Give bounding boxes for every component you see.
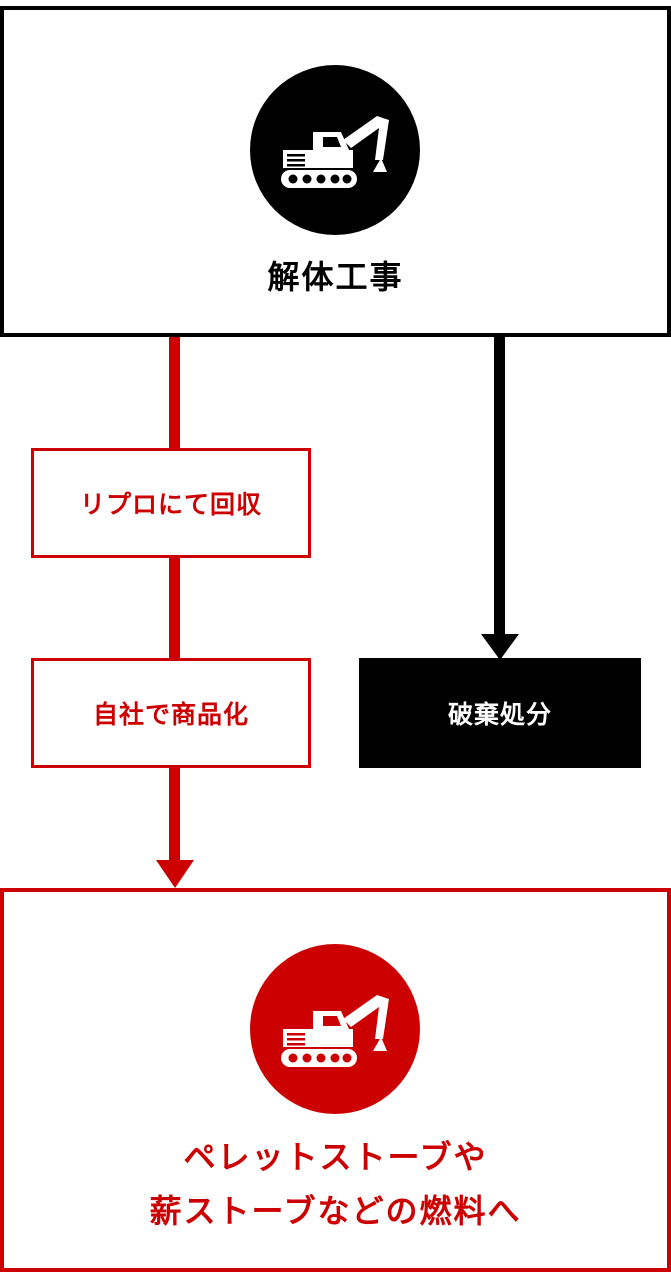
excavator-icon [281,116,389,188]
destination-title: ペレットストーブや 薪ストーブなどの燃料へ [4,1130,667,1238]
step-productize: 自社で商品化 [31,658,311,768]
step-collect-label: リプロにて回収 [79,490,262,519]
source-box: 解体工事 [0,6,671,337]
destination-title-line-1: ペレットストーブや [183,1138,488,1176]
source-icon-circle [250,65,420,235]
connector-red-2 [169,558,180,659]
destination-title-line-2: 薪ストーブなどの燃料へ [149,1192,522,1230]
excavator-icon [281,995,389,1067]
arrow-down-black-icon [481,634,519,660]
disposal-label: 破棄処分 [447,700,552,729]
source-title: 解体工事 [267,258,404,296]
connector-red-3 [169,768,180,862]
arrow-down-red-icon [156,860,194,888]
connector-red-1 [169,337,180,450]
destination-icon-circle [250,944,420,1114]
step-collect: リプロにて回収 [31,448,311,558]
step-productize-label: 自社で商品化 [92,700,249,729]
destination-box: ペレットストーブや 薪ストーブなどの燃料へ [0,888,671,1272]
disposal-box: 破棄処分 [359,658,641,768]
connector-black [494,337,505,637]
